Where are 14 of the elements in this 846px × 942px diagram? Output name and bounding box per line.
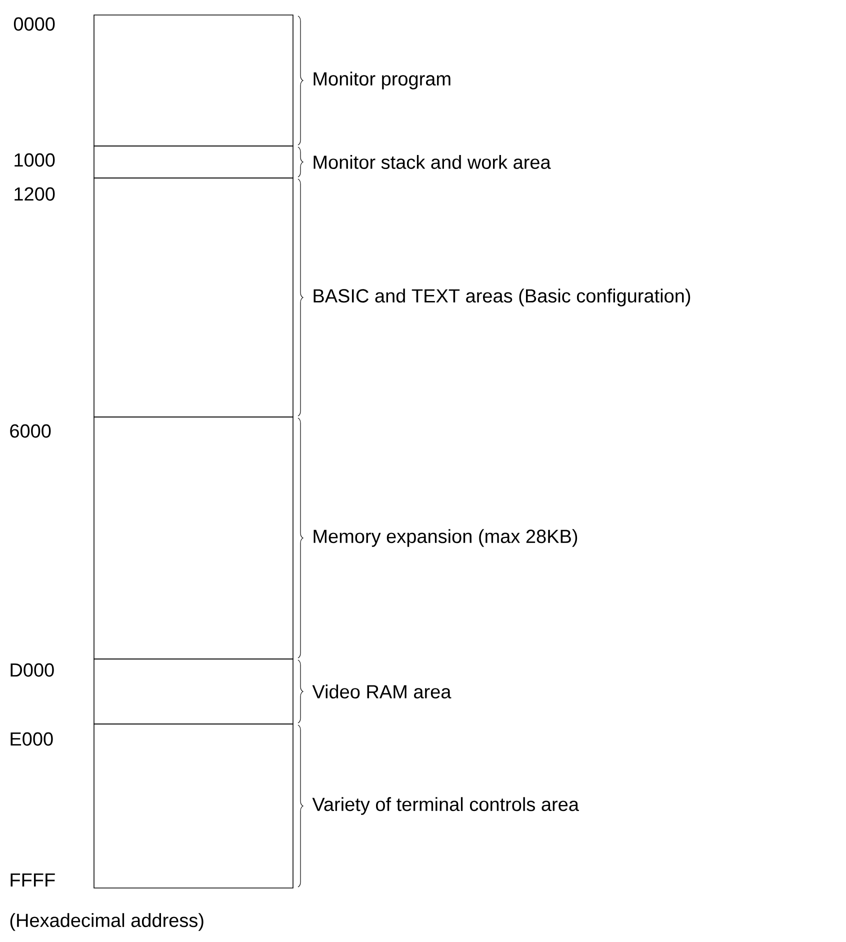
address-label: 1200 [14, 187, 55, 201]
address-label: 1000 [14, 153, 55, 167]
address-label: D000 [10, 663, 54, 677]
address-label: FFFF [10, 873, 55, 887]
region-label: Video RAM area [312, 684, 452, 698]
address-label: 0000 [14, 17, 55, 31]
axis-note: (Hexadecimal address) [10, 913, 204, 931]
region-label: BASIC and TEXT areas (Basic configuration) [314, 288, 690, 306]
region-label: Monitor stack and work area [314, 155, 551, 169]
address-label: E000 [10, 732, 53, 746]
address-label: 6000 [10, 424, 51, 438]
region-label: Monitor program [314, 72, 450, 90]
region-label: Variety of terminal controls area [312, 797, 579, 815]
region-label: Memory expansion (max 28KB) [314, 529, 578, 547]
